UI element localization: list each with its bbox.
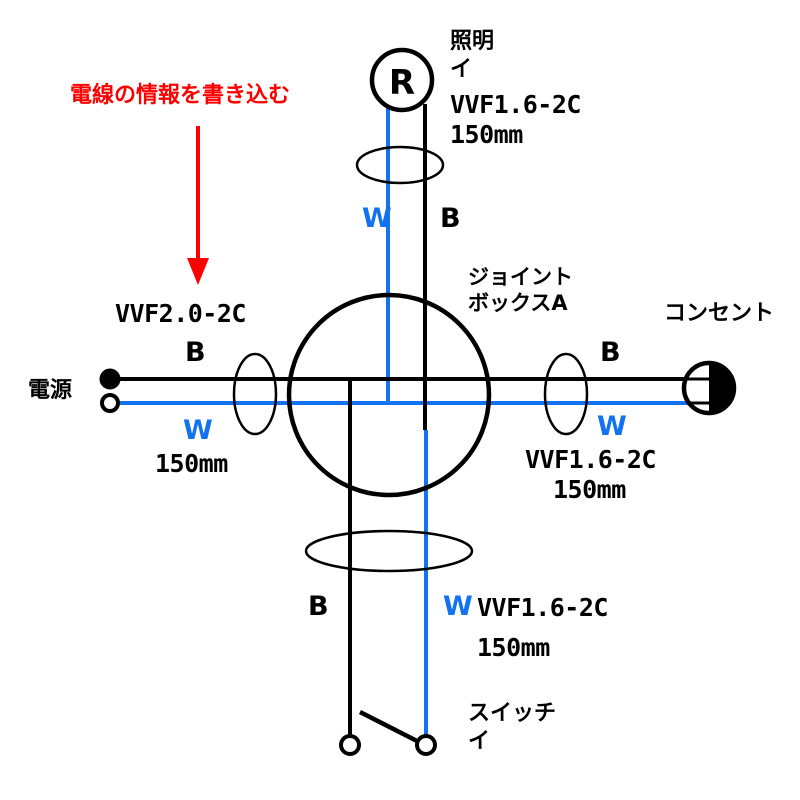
joint-box-label-line1: ジョイント [468,265,573,289]
sheath-marker-switch [304,529,474,573]
joint-box-circle [286,292,492,498]
switch-label-line2: イ [468,729,491,754]
switch-black-mark: B [308,591,329,622]
outlet-label: コンセント [664,301,775,326]
lamp-symbol: R [369,47,435,113]
black-wires-group [108,104,700,745]
lamp-cable-type: VVF1.6-2C [450,90,581,119]
sheath-marker-supply [232,352,278,436]
outlet-black-mark: B [600,337,621,368]
lamp-cable-length: 150mm [450,120,523,149]
lamp-label-circuit-mark: イ [450,57,473,82]
switch-terminal-left [339,734,361,756]
switch-label-line1: スイッチ [468,701,557,726]
lamp-label-name: 照明 [450,29,495,54]
power-source-label: 電源 [28,378,73,403]
lamp-branch-white-mark: W [362,203,392,234]
switch-blade [358,709,421,745]
outlet-cable-type: VVF1.6-2C [525,445,656,474]
outlet-white-mark: W [597,411,627,442]
power-terminal-black [99,368,121,390]
switch-cable-type: VVF1.6-2C [477,593,608,622]
sheath-marker-outlet [543,352,589,436]
white-wires-group [104,104,700,745]
supply-black-mark: B [185,337,206,368]
supply-cable-length: 150mm [155,449,228,478]
outlet-symbol [681,360,737,416]
power-terminal-white [100,393,120,413]
annotation-arrow [187,126,209,285]
lamp-branch-black-mark: B [440,203,461,234]
switch-white-mark: W [443,591,473,622]
supply-cable-type: VVF2.0-2C [115,299,246,328]
supply-white-mark: W [183,415,213,446]
switch-terminal-right [415,734,437,756]
cable-sheath-markers [232,145,589,573]
power-source-terminals [99,368,121,413]
switch-symbol [339,709,437,756]
joint-box-label-line2: ボックスA [468,291,568,315]
sheath-marker-lamp [355,145,445,185]
annotation-note: 電線の情報を書き込む [70,83,291,108]
switch-cable-length: 150mm [477,633,550,662]
lamp-symbol-letter: R [389,63,415,103]
outlet-cable-length: 150mm [553,475,626,504]
